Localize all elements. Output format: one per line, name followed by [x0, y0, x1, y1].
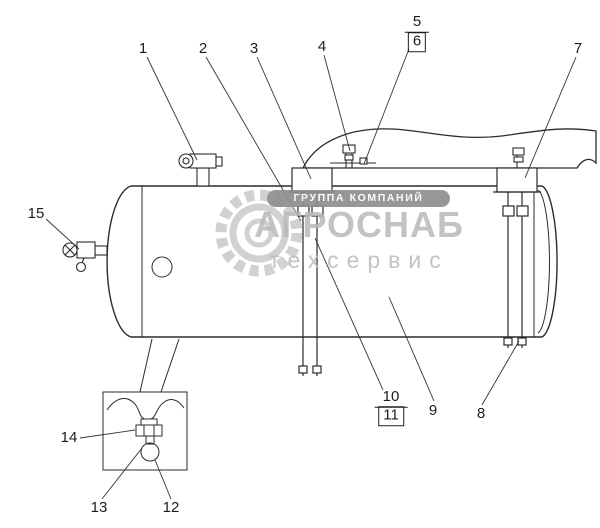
callout-12: 12 — [162, 498, 180, 516]
gear-teeth — [215, 189, 303, 277]
fitting-body — [76, 241, 96, 259]
callout-4: 4 — [317, 37, 327, 55]
callout-15: 15 — [27, 204, 45, 222]
leader-line-14 — [79, 429, 136, 439]
bolt-head — [512, 147, 525, 156]
tank-body — [106, 185, 558, 338]
callout-11: 11 — [378, 406, 404, 426]
leader-lines — [45, 48, 577, 500]
knob-cross — [64, 244, 76, 256]
leader-line-12 — [154, 459, 172, 500]
stud-nut — [359, 157, 368, 165]
callout-6: 6 — [407, 32, 427, 52]
watermark-gear-icon — [215, 189, 303, 277]
leader-line-10-11 — [314, 237, 384, 391]
leader-line-4 — [323, 54, 351, 152]
fitting-ring-inner — [182, 157, 190, 165]
drain-nut — [135, 424, 163, 437]
strap-nut — [502, 205, 515, 217]
strap-lower-nut — [503, 337, 513, 346]
inspection-hole — [151, 256, 173, 278]
strap-nut — [311, 205, 324, 217]
vent-fitting — [178, 153, 223, 187]
left-end-cap — [106, 185, 132, 338]
callout-3: 3 — [249, 39, 259, 57]
bolt-nut — [344, 154, 354, 161]
strap-nut — [516, 205, 529, 217]
callout-5: 5 — [404, 13, 430, 33]
bracket-left — [291, 167, 333, 193]
right-end-cap-inner — [537, 189, 550, 334]
pull-ring — [75, 261, 87, 273]
gear-ring — [229, 203, 289, 263]
drain-pull-ring — [140, 442, 160, 462]
detail-projection-line — [160, 338, 180, 393]
fitting-stem — [94, 245, 108, 256]
end-cap-fitting — [62, 241, 108, 273]
right-end-cap — [541, 185, 558, 338]
leader-line-8 — [481, 340, 520, 406]
callout-8: 8 — [476, 404, 486, 422]
tank-bottom-cutaway — [106, 398, 185, 421]
leader-line-5-6 — [363, 48, 410, 165]
mounting-strap-left — [288, 167, 336, 376]
callout-7: 7 — [573, 39, 583, 57]
bracket-right — [496, 167, 538, 193]
callout-1: 1 — [138, 39, 148, 57]
strap-lower-nut — [298, 365, 308, 374]
leader-line-7 — [524, 56, 577, 179]
detail-box — [102, 391, 188, 471]
strap-lower-nut — [517, 337, 527, 346]
callout-10: 10 — [374, 388, 408, 408]
drain-valve-detail — [102, 338, 188, 471]
bolt-nut — [513, 156, 524, 163]
leader-line-9 — [388, 296, 435, 402]
drain-flange — [140, 418, 158, 426]
fitting-stub — [196, 167, 210, 187]
strap-lower-nut — [312, 365, 322, 374]
drain-stem — [145, 435, 155, 445]
callout-13: 13 — [90, 498, 108, 516]
fitting-cap — [215, 156, 223, 167]
leader-line-1 — [146, 56, 198, 161]
leader-line-13 — [101, 447, 143, 500]
leader-line-3 — [256, 56, 312, 180]
callout-14: 14 — [60, 428, 78, 446]
callout-2: 2 — [198, 39, 208, 57]
mounting-strap-right — [493, 167, 541, 348]
detail-projection-line — [139, 338, 153, 393]
fitting-body — [189, 153, 217, 169]
strap-nut — [297, 205, 310, 217]
leader-line-15 — [45, 218, 80, 250]
gear-hub — [244, 218, 274, 248]
callout-9: 9 — [428, 401, 438, 419]
